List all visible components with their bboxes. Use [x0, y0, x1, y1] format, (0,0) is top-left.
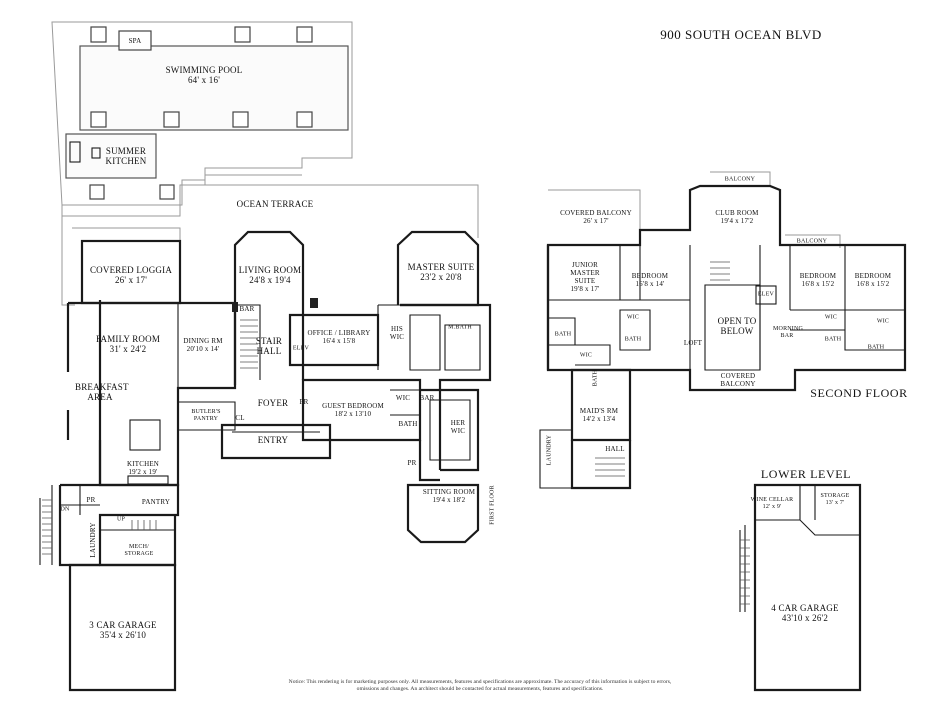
ocean-terrace-label: OCEAN TERRACE	[236, 199, 314, 209]
closet-label: CL	[235, 414, 245, 422]
bar-label: BAR	[239, 305, 255, 313]
column-marker	[310, 298, 318, 308]
open-to-below-label: OPEN TO BELOW	[717, 316, 757, 336]
powder-room-label-2: PR	[407, 459, 417, 467]
column-marker	[232, 302, 238, 312]
entry-label: ENTRY	[257, 435, 289, 445]
guest-bath-label: BATH	[398, 420, 418, 428]
wic-a-label: WIC	[626, 314, 640, 321]
hall-label: HALL	[605, 445, 625, 453]
breakfast-area-label: BREAKFAST AREA	[75, 382, 129, 402]
bar-label-2: BAR	[419, 394, 435, 402]
powder-room-label-3: PR	[86, 496, 96, 504]
disclaimer-notice: Notice: This rendering is for marketing …	[288, 679, 672, 692]
pool-deck	[51, 21, 479, 306]
bath-a-label: BATH	[554, 331, 572, 338]
balcony-top-label: BALCONY	[724, 176, 756, 183]
wic-c-label: WIC	[824, 314, 838, 321]
second-floor-label: SECOND FLOOR	[810, 386, 908, 400]
mech-storage-label: MECH/ STORAGE	[124, 544, 154, 557]
morning-bar-label: MORNING BAR	[773, 326, 804, 339]
lower-level-walls	[739, 483, 862, 692]
balcony-right-label: BALCONY	[796, 238, 828, 245]
bath-e-label: BATH	[867, 344, 885, 351]
summer-kitchen-label: SUMMER KITCHEN	[105, 146, 147, 166]
up-label: UP	[116, 516, 126, 523]
page-title: 900 SOUTH OCEAN BLVD	[660, 27, 822, 42]
butlers-pantry-label: BUTLER'S PANTRY	[191, 409, 221, 422]
lower-level-label: LOWER LEVEL	[760, 467, 852, 481]
first-floor-label: FIRST FLOOR	[489, 485, 496, 525]
her-wic-label: HER WIC	[450, 419, 466, 435]
stair-hall-label: STAIR HALL	[255, 336, 283, 356]
master-bath-label: M.BATH	[448, 324, 472, 331]
wic-d-label: WIC	[876, 318, 890, 325]
guest-wic-label: WIC	[395, 394, 411, 402]
elevator-label: ELEV	[292, 345, 310, 352]
first-floor-stairs	[42, 319, 258, 555]
covered-balcony-2-label: COVERED BALCONY	[720, 372, 756, 388]
powder-room-label: PR	[299, 398, 309, 406]
his-wic-label: HIS WIC	[389, 325, 405, 341]
bath-d-label: BATH	[824, 336, 842, 343]
second-floor-walls	[539, 171, 907, 490]
loft-label: LOFT	[683, 339, 703, 347]
second-laundry-label: LAUNDRY	[546, 434, 553, 466]
laundry-label: LAUNDRY	[89, 522, 97, 558]
bath-b-label: BATH	[624, 336, 642, 343]
foyer-label: FOYER	[257, 398, 289, 408]
wic-b-label: WIC	[579, 352, 593, 359]
pantry-label: PANTRY	[141, 498, 171, 506]
bath-c-label: BATH	[592, 369, 599, 387]
second-elevator-label: ELEV	[757, 291, 775, 298]
spa-label: SPA	[128, 37, 142, 45]
down-label: DN	[60, 506, 70, 513]
